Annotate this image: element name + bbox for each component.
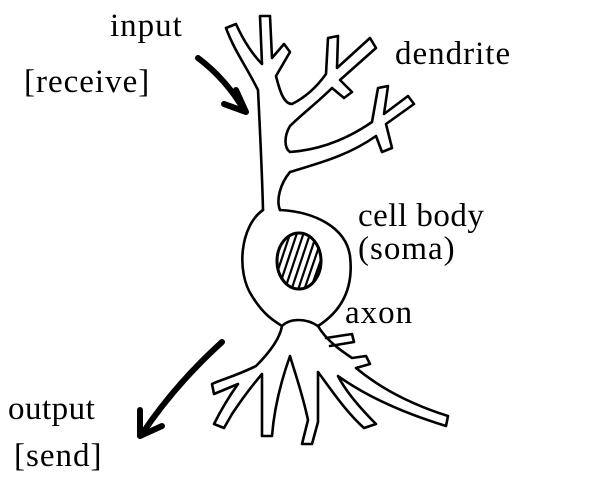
input-arrow-icon [195, 55, 249, 115]
label-soma: (soma) [358, 231, 456, 267]
axon-collateral [324, 332, 356, 348]
output-arrow-icon [137, 339, 225, 439]
label-send: [send] [14, 438, 103, 474]
dendrite-outline [224, 14, 416, 212]
label-cell-body: cell body [358, 198, 485, 234]
axon-terminals-outline [210, 324, 450, 446]
label-receive: [receive] [24, 64, 151, 100]
nucleus-hatching [277, 233, 321, 289]
label-axon: axon [345, 295, 414, 331]
label-input: input [110, 8, 183, 44]
label-output: output [8, 391, 96, 427]
soma-outline [241, 208, 352, 328]
label-dendrite: dendrite [395, 36, 512, 72]
